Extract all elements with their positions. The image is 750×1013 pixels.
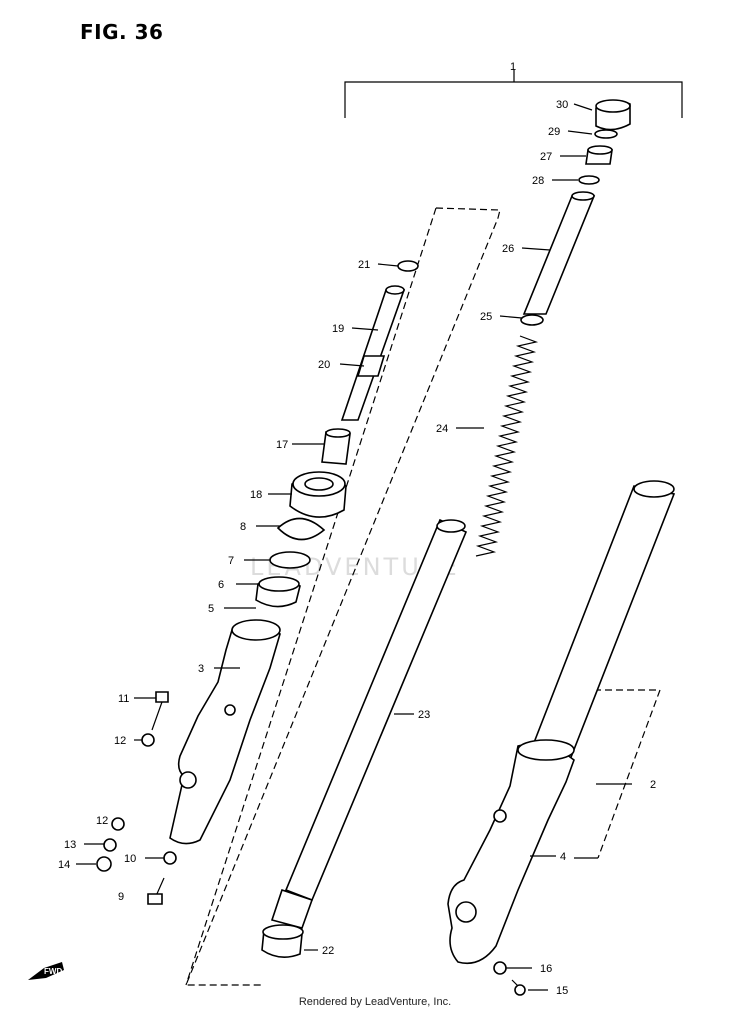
part-2-inner-tube (526, 480, 676, 771)
callout-11: 11 (118, 693, 129, 705)
part-14-nut (96, 856, 112, 872)
figure-title: FIG. 36 (80, 20, 164, 44)
callout-21: 21 (358, 259, 370, 271)
part-4-outer-leg (447, 739, 575, 965)
part-28-washer (578, 175, 600, 185)
callout-14: 14 (58, 859, 70, 871)
part-8-snap-ring (276, 517, 326, 541)
part-21-washer (397, 260, 419, 272)
part-22-seal (261, 888, 314, 958)
part-17-oil-lock (321, 428, 351, 465)
callout-23: 23 (418, 709, 430, 721)
callout-9: 9 (118, 891, 124, 903)
part-12-washer-lower (111, 817, 125, 831)
callout-15: 15 (556, 985, 568, 997)
part-10-washer (163, 851, 177, 865)
part-24-spring (475, 335, 539, 557)
fwd-label: FWD (44, 967, 62, 976)
callout-6: 6 (218, 579, 224, 591)
part-7-oil-seal (269, 551, 311, 569)
callout-29: 29 (548, 126, 560, 138)
callout-1: 1 (510, 61, 516, 73)
callout-16: 16 (540, 963, 552, 975)
callout-28: 28 (532, 175, 544, 187)
part-25-washer (520, 314, 544, 326)
callout-5: 5 (208, 603, 214, 615)
part-30-top-cap (595, 99, 631, 131)
callout-3: 3 (198, 663, 204, 675)
callout-13: 13 (64, 839, 76, 851)
callout-27: 27 (540, 151, 552, 163)
leader-lines (76, 103, 632, 991)
subassembly-outline-left-edge (185, 207, 437, 986)
part-15-bolt (511, 979, 526, 996)
callout-17: 17 (276, 439, 288, 451)
part-29-o-ring (594, 129, 618, 139)
part-26-spacer-tube (522, 191, 596, 315)
callout-4: 4 (560, 851, 566, 863)
callout-8: 8 (240, 521, 246, 533)
part-6-bushing (255, 576, 301, 608)
part-18-dust-seal (289, 471, 347, 518)
callout-24: 24 (436, 423, 448, 435)
part-27-spacer (585, 145, 613, 165)
part-12-washer (141, 733, 155, 747)
part-16-washer (493, 961, 507, 975)
part-3-outer-tube (169, 619, 281, 845)
part-20-ring (356, 355, 386, 377)
callout-12-upper: 12 (114, 735, 126, 747)
callout-10: 10 (124, 853, 136, 865)
group-bracket-1 (344, 81, 683, 118)
part-23-fork-tube (284, 518, 468, 902)
subassembly-outline-right (594, 689, 661, 859)
callout-26: 26 (502, 243, 514, 255)
callout-25: 25 (480, 311, 492, 323)
callout-2: 2 (650, 779, 656, 791)
callout-7: 7 (228, 555, 234, 567)
callout-30: 30 (556, 99, 568, 111)
callout-labels: 1 30 29 27 28 26 21 19 25 20 24 17 18 8 … (58, 61, 656, 997)
part-13-nut (103, 838, 117, 852)
callout-20: 20 (318, 359, 330, 371)
callout-18: 18 (250, 489, 262, 501)
part-19-damper-rod (340, 285, 406, 421)
callout-12-lower: 12 (96, 815, 108, 827)
footer-credit: Rendered by LeadVenture, Inc. (298, 996, 452, 1008)
part-11-bolt (151, 691, 169, 731)
callout-22: 22 (322, 945, 334, 957)
callout-19: 19 (332, 323, 344, 335)
fwd-arrow-icon: FWD (28, 962, 64, 980)
part-9-bolt (147, 877, 165, 905)
subassembly-outline-left (185, 207, 501, 986)
